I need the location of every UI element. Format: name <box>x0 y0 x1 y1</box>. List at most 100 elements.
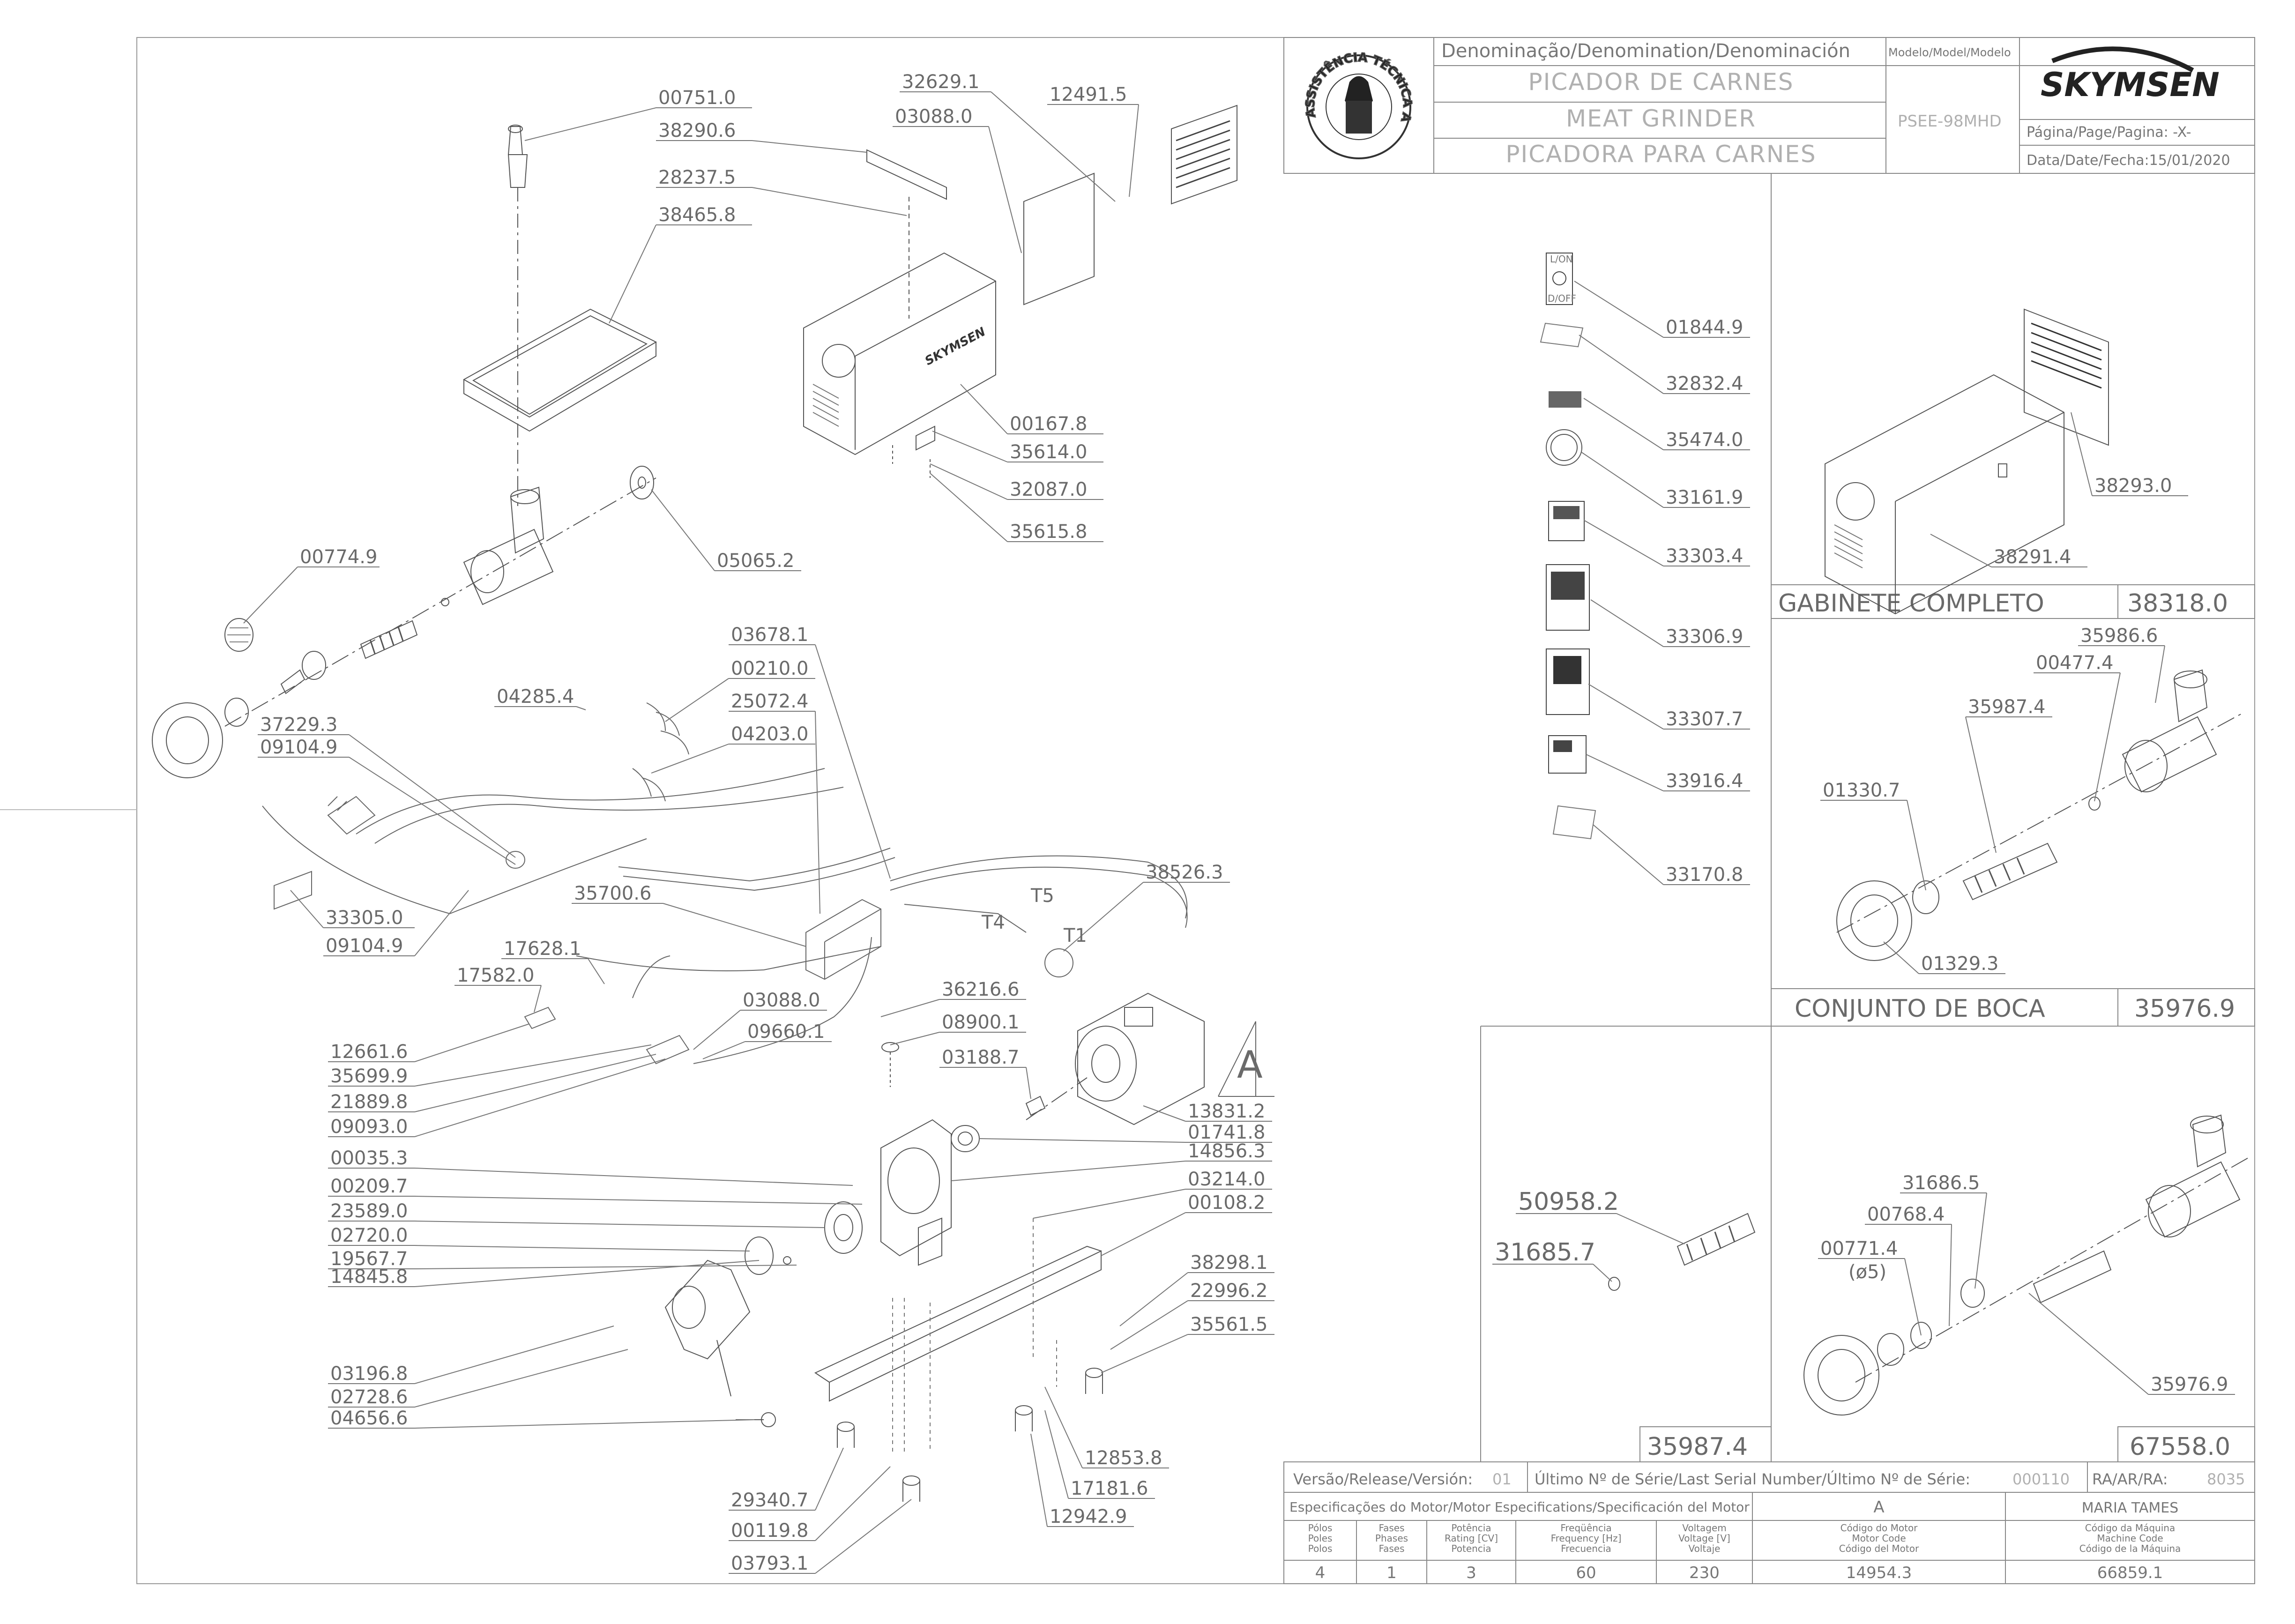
part-number-parts_main-3: 38465.8 <box>658 204 736 226</box>
part-number-rosca-parts-0: 50958.2 <box>1518 1188 1619 1216</box>
product-name-en: MEAT GRINDER <box>1566 105 1756 132</box>
title-block <box>1284 37 2255 173</box>
kit-drawing <box>1804 1115 2249 1415</box>
motor-col-5-h1: Código do Motor <box>1840 1522 1918 1534</box>
motor-col-5-value: 14954.3 <box>1846 1564 1912 1582</box>
leader-line-parts_main-15 <box>291 890 323 928</box>
part-number-parts_main-47: 22996.2 <box>1190 1280 1267 1302</box>
leader-line-parts_main-56 <box>815 1467 890 1541</box>
leader-line-rosca-parts-1 <box>1593 1264 1612 1281</box>
leader-line-parts_main-22 <box>1064 882 1143 951</box>
leader-line-decals-5 <box>1591 600 1663 647</box>
kit-code: 67558.0 <box>2130 1433 2230 1461</box>
denomination-label: Denominação/Denomination/Denominación <box>1441 40 1850 62</box>
boca-code: 35976.9 <box>2134 995 2235 1023</box>
part-number-kit-parts-0: 31686.5 <box>1902 1172 1980 1194</box>
part-number-parts_main-41: 00209.7 <box>330 1176 408 1197</box>
part-number-decals-0: 01844.9 <box>1666 317 1743 338</box>
exploded-view-upper: SKYMSEN <box>152 0 1237 778</box>
leader-line-gabinete-parts-1 <box>1930 534 1991 567</box>
part-number-parts_main-19: 00210.0 <box>731 658 808 679</box>
part-number-parts_main-1: 38290.6 <box>658 120 736 142</box>
revision-letter: A <box>1873 1498 1884 1517</box>
leader-line-decals-1 <box>1579 335 1663 394</box>
motor-col-5-h3: Código del Motor <box>1839 1543 1919 1554</box>
motor-spec-label: Especificações do Motor/Motor Especifica… <box>1289 1499 1750 1515</box>
part-number-parts_main-46: 38298.1 <box>1190 1252 1267 1274</box>
leader-line-parts_main-27 <box>415 1045 651 1086</box>
motor-col-4-value: 230 <box>1689 1564 1720 1582</box>
author-name: MARIA TAMES <box>2082 1500 2179 1516</box>
part-number-parts_main-56: 00119.8 <box>731 1520 808 1542</box>
part-number-wire_labels-0: T5 <box>1030 885 1054 907</box>
product-name-pt: PICADOR DE CARNES <box>1528 68 1794 96</box>
part-number-parts_main-5: 03088.0 <box>895 106 972 127</box>
motor-col-1-h2: Phases <box>1375 1533 1408 1544</box>
leader-line-parts_main-54 <box>1031 1434 1047 1527</box>
leader-line-parts_main-41 <box>415 1196 862 1204</box>
brand-swoosh <box>2052 49 2193 70</box>
part-number-parts_main-28: 21889.8 <box>330 1091 408 1113</box>
motor-col-2-h3: Potencia <box>1451 1543 1491 1554</box>
on-off-switch-decal <box>1546 253 1572 305</box>
part-number-parts_main-30: 03088.0 <box>743 990 820 1011</box>
leader-line-parts_main-0 <box>525 108 656 141</box>
leader-line-boca-parts-1 <box>2094 673 2120 801</box>
leader-line-decals-3 <box>1581 452 1663 507</box>
part-number-parts_main-0: 00751.0 <box>658 87 736 109</box>
part-number-decals-4: 33303.4 <box>1666 545 1743 567</box>
leader-line-decals-2 <box>1584 398 1663 450</box>
motor-col-3-value: 60 <box>1576 1564 1596 1582</box>
leader-line-parts_main-4 <box>991 92 1115 201</box>
leader-line-parts_main-57 <box>815 1499 911 1573</box>
leader-line-boca-parts-0 <box>2155 646 2165 703</box>
part-number-parts_main-15: 33305.0 <box>326 907 403 929</box>
motor-col-5-h2: Motor Code <box>1852 1533 1906 1544</box>
part-number-decals-5: 33306.9 <box>1666 626 1743 648</box>
part-number-kit-parts-4: 35976.9 <box>2151 1374 2228 1395</box>
part-number-parts_main-52: 12853.8 <box>1085 1447 1162 1469</box>
leader-line-parts_main-5 <box>989 127 1021 253</box>
boca-title: CONJUNTO DE BOCA <box>1795 995 2045 1023</box>
motor-col-3-h2: Frequency [Hz] <box>1551 1533 1622 1544</box>
part-number-parts_main-6: 12491.5 <box>1050 84 1127 105</box>
leader-line-parts_main-14 <box>349 757 515 864</box>
part-number-kit-parts-2: 00771.4 <box>1820 1238 1898 1259</box>
leader-line-parts_main-25 <box>534 985 541 1012</box>
svg-text:SKYMSEN: SKYMSEN <box>923 325 988 368</box>
part-number-parts_main-11: 05065.2 <box>717 550 794 572</box>
part-number-parts_main-14: 09104.9 <box>260 737 337 758</box>
leader-line-parts_main-8 <box>932 431 1007 462</box>
part-number-parts_main-22: 38526.3 <box>1146 862 1223 883</box>
motor-col-0-h3: Polos <box>1308 1543 1333 1554</box>
part-number-parts_main-42: 23589.0 <box>330 1200 408 1222</box>
leader-line-parts_main-33 <box>890 1032 939 1045</box>
part-number-parts_main-34: 03188.7 <box>942 1047 1019 1068</box>
part-number-parts_main-33: 08900.1 <box>942 1012 1019 1033</box>
leader-line-parts_main-6 <box>1129 104 1139 197</box>
switch-on-label: L/ON <box>1550 253 1573 265</box>
part-number-gabinete-parts-1: 38291.4 <box>1994 546 2071 568</box>
part-number-parts_main-43: 02720.0 <box>330 1225 408 1246</box>
leader-line-parts_main-31 <box>703 1042 745 1059</box>
part-number-parts_main-37: 14856.3 <box>1188 1140 1265 1162</box>
motor-col-3-h1: Freqüência <box>1560 1522 1611 1534</box>
sheet-border <box>137 37 2255 1584</box>
part-number-decals-2: 35474.0 <box>1666 429 1743 451</box>
part-number-boca-parts-2: 35987.4 <box>1968 696 2045 718</box>
motor-col-2-value: 3 <box>1466 1564 1476 1582</box>
motor-col-6-value: 66859.1 <box>2097 1564 2163 1582</box>
part-number-parts_main-35: 13831.2 <box>1188 1101 1265 1122</box>
rosca-code: 35987.4 <box>1647 1433 1748 1461</box>
motor-col-6-h2: Machine Code <box>2097 1533 2163 1544</box>
boca-drawing <box>1837 670 2244 961</box>
product-name-es: PICADORA PARA CARNES <box>1505 141 1816 168</box>
version-block-grid <box>1284 1462 2255 1584</box>
part-number-parts_main-32: 36216.6 <box>942 979 1019 1000</box>
part-number-parts_main-16: 09104.9 <box>326 935 403 957</box>
part-labels: 00751.038290.628237.538465.832629.103088… <box>244 71 2235 1574</box>
part-number-wire_labels-2: T1 <box>1063 925 1087 946</box>
part-number-parts_main-21: 04203.0 <box>731 723 808 745</box>
part-number-parts_main-7: 00167.8 <box>1010 413 1087 435</box>
leader-line-parts_main-11 <box>651 490 715 571</box>
